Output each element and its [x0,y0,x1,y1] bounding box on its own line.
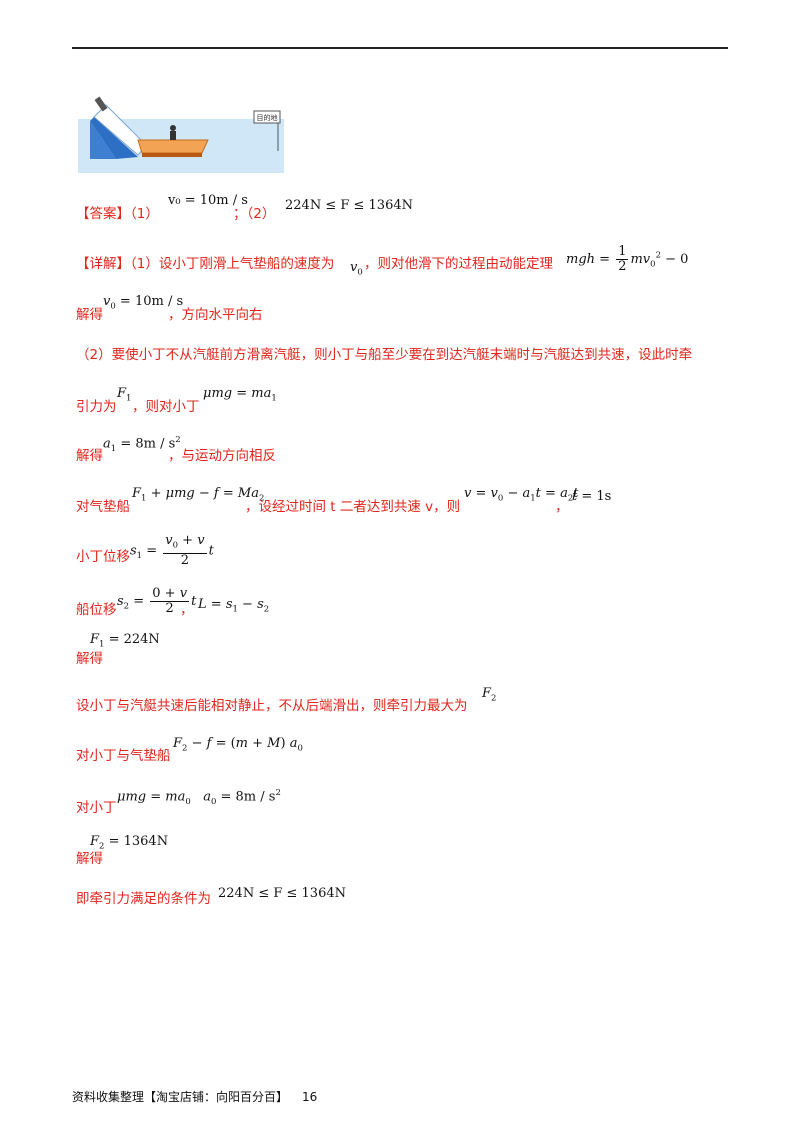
formula-L: L = s1 − s2 [198,597,270,615]
formula-condition: 224N ≤ F ≤ 1364N [218,886,346,901]
formula-v0: v0 [350,260,363,278]
answer-formula-2: 224N ≤ F ≤ 1364N [285,198,413,213]
formula-a1: a1 = 8m / s2 [103,435,181,454]
footer: 资料收集整理【淘宝店铺：向阳百分百】 16 [72,1088,331,1105]
formula-a0: μmg = ma0 a0 = 8m / s2 [117,788,281,807]
answer-label: 【答案】 [76,206,130,222]
formula-combined: F2 − f = (m + M) a0 [173,736,303,754]
detail-label: 【详解】 [76,256,130,272]
formula-F1-result: F1 = 224N [90,632,160,650]
page-number: 16 [302,1090,318,1104]
detail-line-10: 设小丁与汽艇共速后能相对静止，不从后端滑出，则牵引力最大为 [76,698,468,714]
formula-t: t = 1s [572,489,612,504]
formula-F2-result: F2 = 1364N [90,834,169,852]
formula-F1: F1 [117,386,132,404]
formula-boat: F1 + μmg − f = Ma2 [132,486,265,504]
answer-formula-1: v₀ = 10m / s [168,193,248,208]
footer-source: 资料收集整理【淘宝店铺：向阳百分百】 [72,1090,289,1104]
detail-line-3: （2）要使小丁不从汽艇前方滑离汽艇，则小丁与船至少要在到达汽艇末端时与汽艇达到共… [76,347,693,363]
slide-boat-figure: 目的地 [78,96,284,173]
answer-line: 【答案】（1） [76,206,159,222]
destination-sign-text: 目的地 [257,113,278,122]
header-rule [72,47,728,49]
formula-v0-result: v0 = 10m / s [103,294,184,312]
detail-line-1: 【详解】（1）设小丁刚滑上气垫船的速度为 [76,256,335,272]
formula-F2: F2 [482,686,497,704]
formula-friction: μmg = ma1 [203,386,277,404]
formula-common-speed: v = v0 − a1t = a2t [464,486,579,504]
